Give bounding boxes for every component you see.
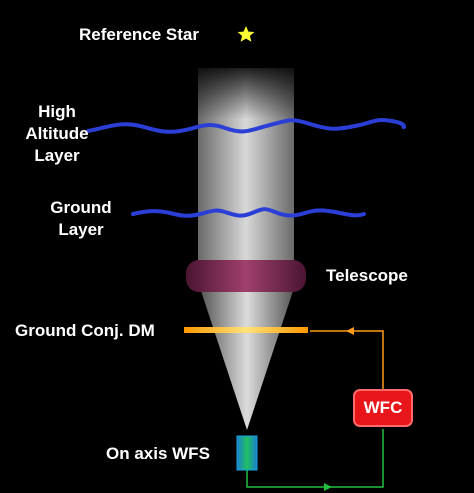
wfs-sensor — [236, 435, 258, 471]
signal-line-orange — [310, 330, 384, 389]
signal-line-green — [246, 429, 384, 488]
ground-layer-label-line-2: Layer — [58, 220, 104, 239]
high-altitude-layer-label-line-2: Altitude — [25, 124, 89, 143]
reference-star-label: Reference Star — [79, 25, 200, 44]
high-altitude-layer-wave — [86, 117, 406, 134]
on-axis-wfs-label: On axis WFS — [106, 444, 210, 463]
wfc-label: WFC — [363, 398, 403, 417]
arrow-left-icon — [346, 327, 354, 335]
ground-layer-label-line-1: Ground — [50, 198, 112, 217]
high-altitude-layer-label: High Altitude Layer — [9, 101, 105, 167]
ground-conj-dm-label: Ground Conj. DM — [15, 321, 155, 340]
light-beam-fade — [198, 68, 294, 273]
ground-conj-dm-bar — [184, 327, 308, 333]
telescope-label: Telescope — [326, 266, 408, 285]
ground-layer-wave — [131, 207, 366, 218]
ground-layer-label: Ground Layer — [38, 197, 124, 241]
telescope-mirror — [186, 260, 306, 292]
high-altitude-layer-label-line-1: High — [38, 102, 76, 121]
arrow-right-icon — [324, 483, 332, 491]
wfc-box: WFC — [353, 389, 413, 427]
converging-cone — [200, 288, 294, 430]
high-altitude-layer-label-line-3: Layer — [34, 146, 80, 165]
star-icon — [237, 26, 255, 42]
